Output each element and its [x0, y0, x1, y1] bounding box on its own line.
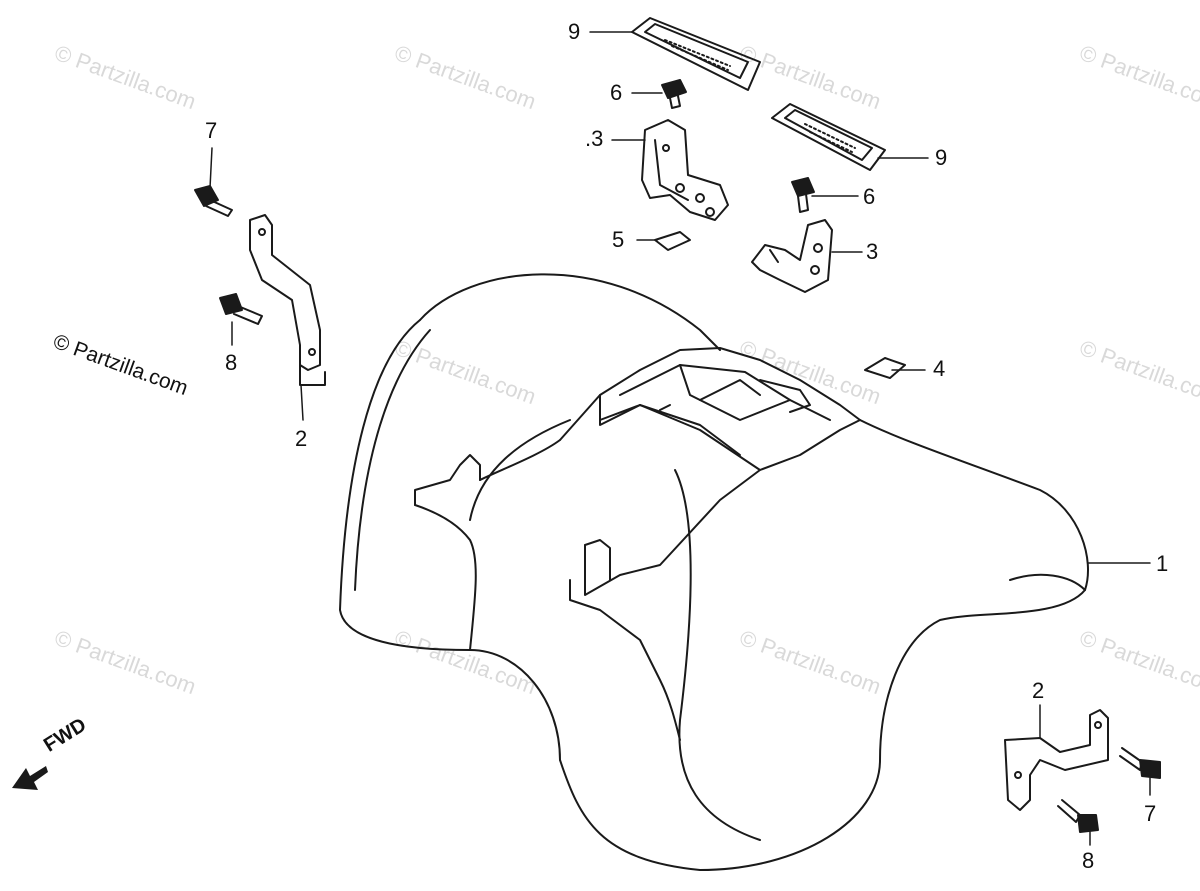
- strap-middle: [771, 103, 886, 171]
- callout-5: 5: [612, 227, 625, 252]
- bolt-upper: [661, 79, 687, 109]
- stay-lower: [751, 219, 833, 293]
- callout-2: 2: [295, 426, 308, 451]
- callout-8: 8: [1082, 848, 1095, 873]
- bolt-lower: [791, 177, 815, 213]
- callout-7: 7: [1144, 801, 1157, 826]
- callout-3: 3: [866, 239, 879, 264]
- callout-3: .3: [585, 126, 604, 151]
- callout-4: 4: [933, 356, 946, 381]
- bracket-upper-left: [249, 214, 326, 386]
- strap-top: [631, 17, 761, 91]
- screw-lower-right: [1119, 747, 1161, 779]
- callout-6: 6: [863, 184, 876, 209]
- callout-1: 1: [1156, 551, 1169, 576]
- rear-fender: [339, 273, 1089, 871]
- cushion-pad-5: [654, 231, 691, 251]
- bolt-8-upper-left: [219, 293, 263, 325]
- callout-6: 6: [610, 80, 623, 105]
- callout-9: 9: [568, 19, 581, 44]
- stay-upper: [641, 119, 729, 221]
- callout-7: 7: [205, 118, 218, 143]
- cushion-pad-4: [864, 357, 906, 379]
- bracket-lower-right: [1004, 709, 1109, 811]
- callout-2: 2: [1032, 678, 1045, 703]
- callout-8: 8: [225, 350, 238, 375]
- callout-9: 9: [935, 145, 948, 170]
- forward-arrow-icon: [12, 766, 48, 790]
- screw-upper-left: [194, 185, 233, 217]
- bolt-8-lower-right: [1057, 799, 1099, 833]
